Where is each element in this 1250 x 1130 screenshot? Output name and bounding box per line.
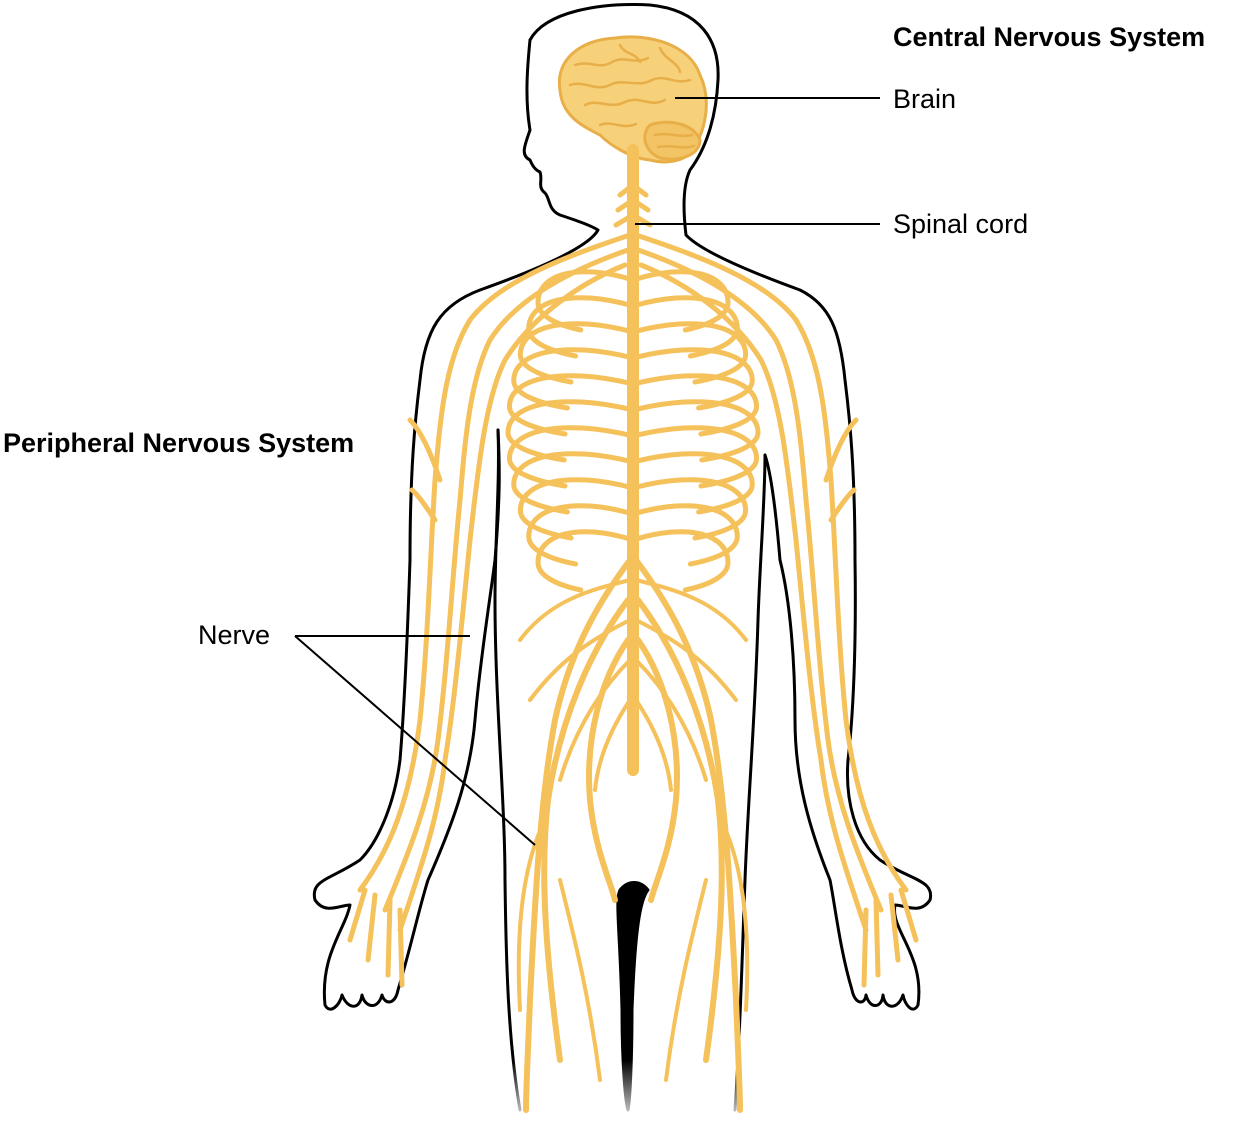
intercostal-nerve bbox=[511, 451, 636, 515]
peripheral-nervous-system-heading: Peripheral Nervous System bbox=[3, 428, 355, 458]
intercostal-nerve bbox=[630, 347, 755, 411]
body-outline bbox=[312, 3, 933, 1112]
intercostal-nerve bbox=[630, 295, 740, 359]
intercostal-nerve bbox=[630, 503, 740, 567]
leader-lines bbox=[294, 97, 880, 846]
central-nervous-system-heading: Central Nervous System bbox=[893, 22, 1206, 52]
intercostal-nerve bbox=[630, 425, 760, 489]
intercostal-nerve bbox=[511, 347, 636, 411]
nerve-leader-line-bottom bbox=[294, 635, 536, 846]
intercostal-nerve bbox=[505, 399, 636, 463]
nerve-label: Nerve bbox=[198, 620, 271, 650]
intercostal-nerve bbox=[535, 529, 636, 593]
intercostal-nerve bbox=[526, 295, 636, 359]
bottom-fade bbox=[400, 1060, 850, 1130]
intercostal-nerve bbox=[506, 425, 636, 489]
intercostal-nerve bbox=[506, 373, 636, 437]
intercostal-nerve bbox=[630, 321, 749, 385]
intercostal-nerve bbox=[630, 451, 755, 515]
intercostal-nerve bbox=[630, 399, 761, 463]
intercostal-nerve bbox=[517, 477, 636, 541]
intercostal-nerve bbox=[526, 503, 636, 567]
brain-label: Brain bbox=[893, 84, 957, 114]
brain-illustration bbox=[557, 35, 708, 164]
nerve-network bbox=[347, 144, 919, 1113]
intercostal-nerve bbox=[630, 477, 749, 541]
intercostal-nerve bbox=[630, 529, 731, 593]
intercostal-nerve bbox=[517, 321, 636, 385]
intercostal-nerve bbox=[630, 373, 760, 437]
spinal-cord-label: Spinal cord bbox=[893, 209, 1029, 239]
